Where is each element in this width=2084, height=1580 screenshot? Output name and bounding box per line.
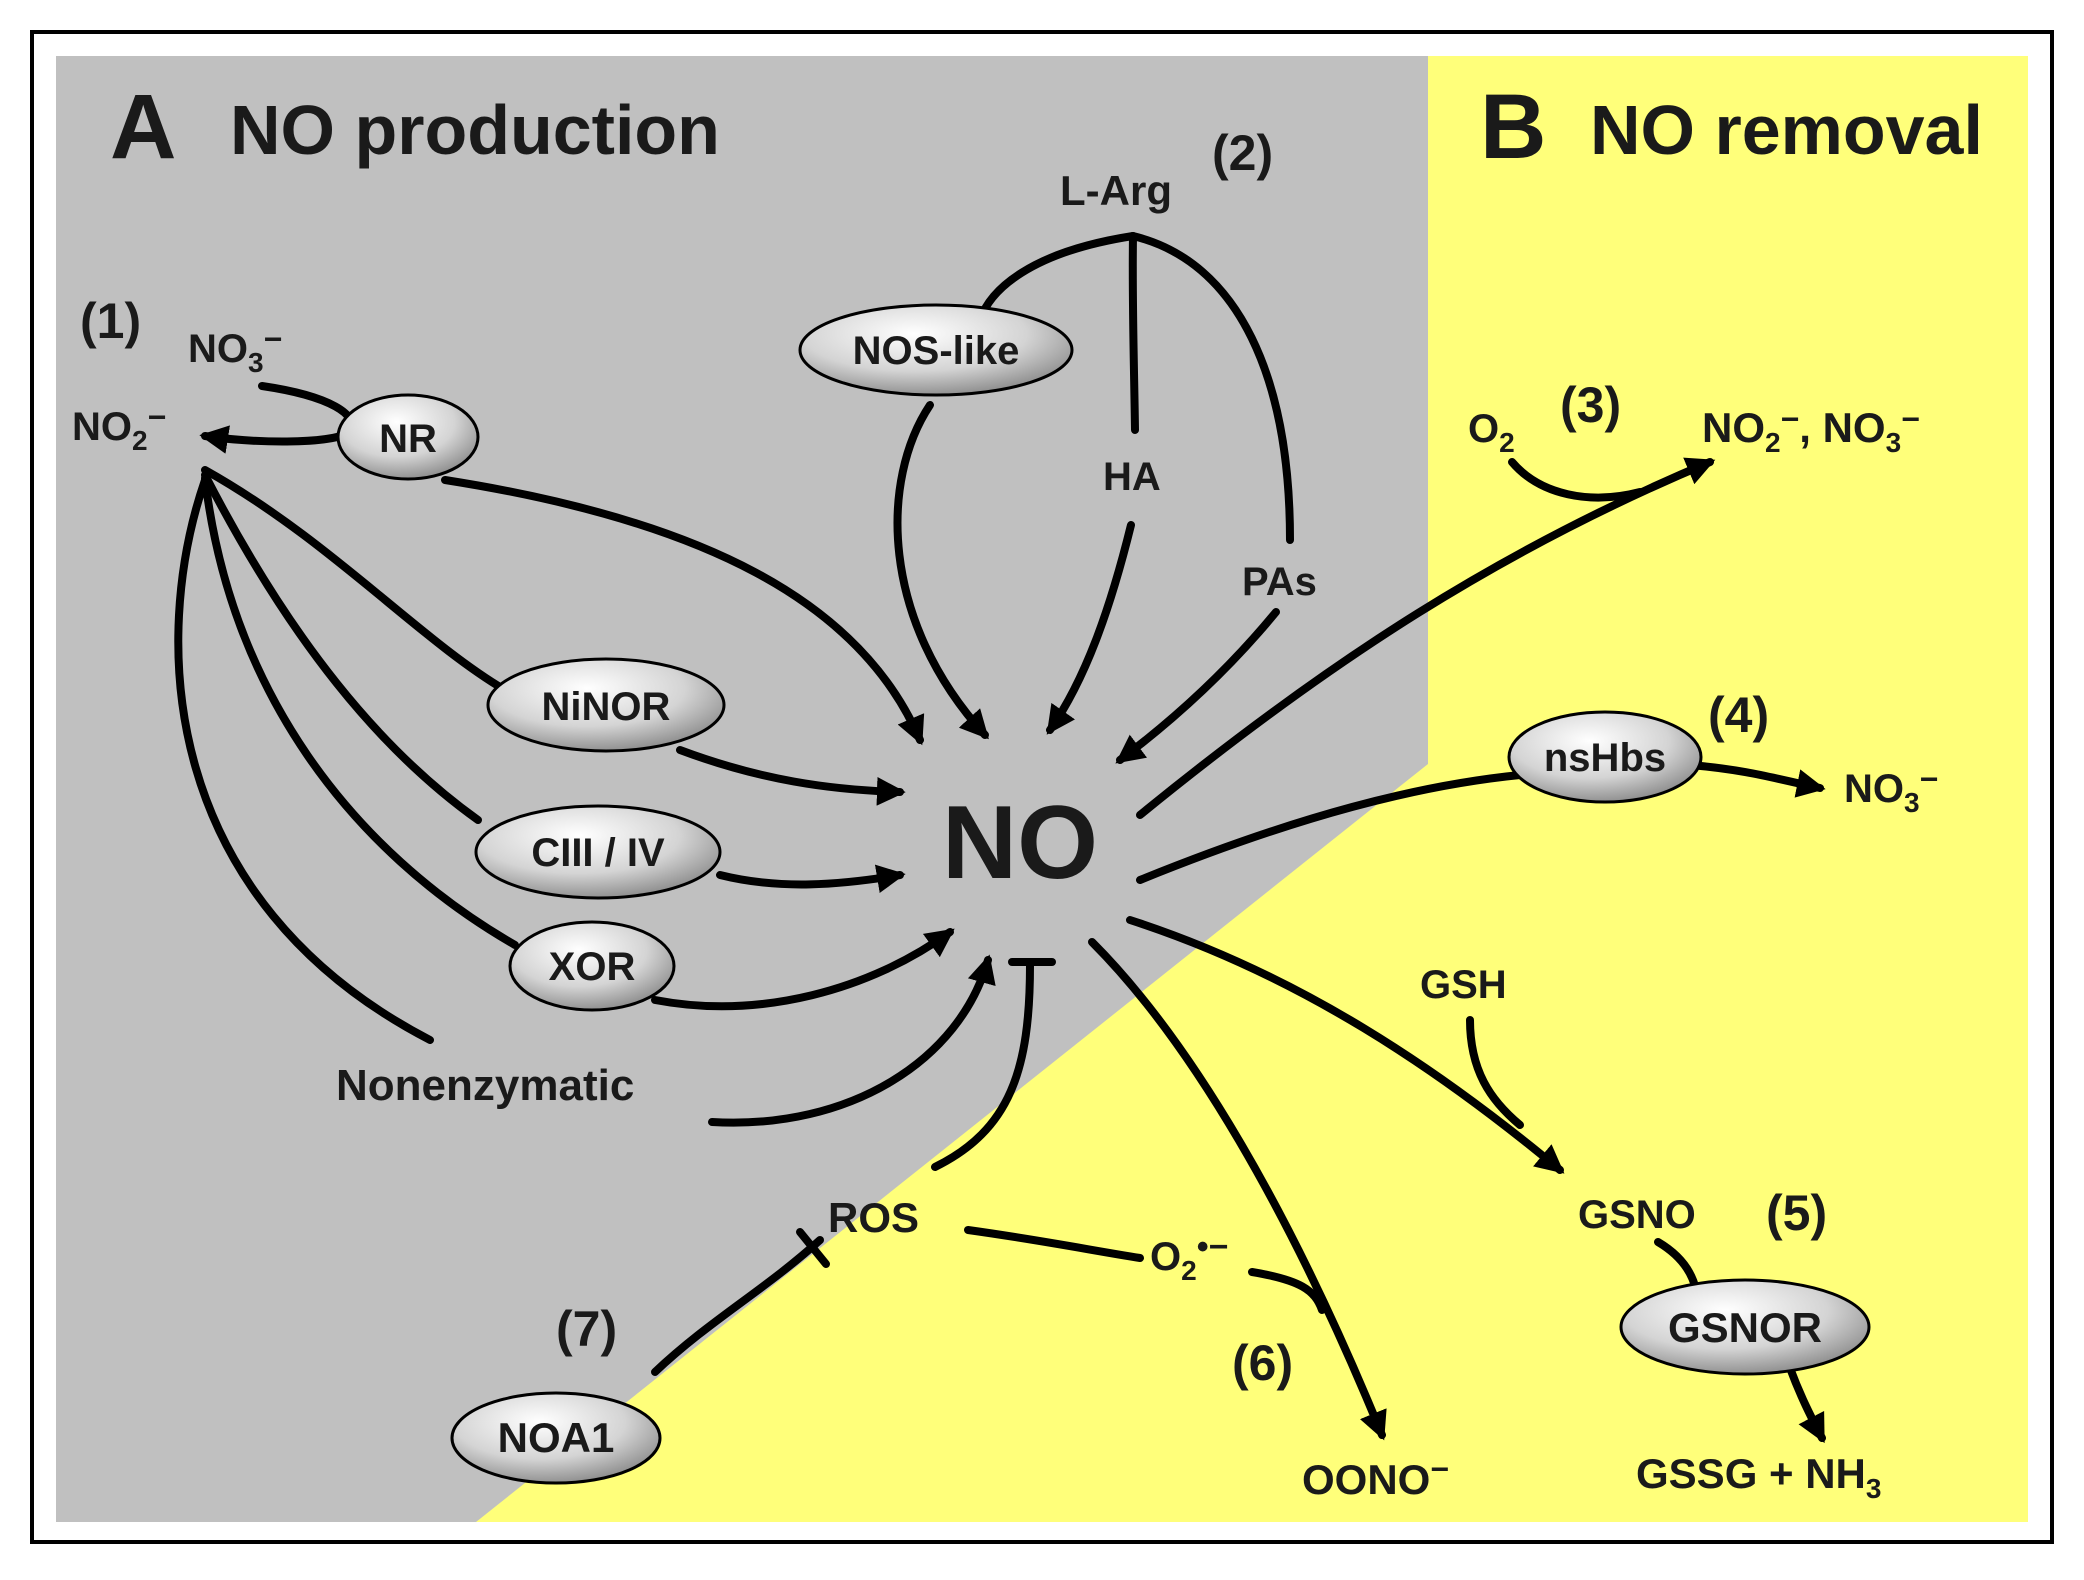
enzyme-nr-label: NR: [379, 417, 437, 461]
enzyme-nos-like: NOS-like: [798, 303, 1074, 397]
species-gsh: GSH: [1420, 963, 1507, 1007]
center-no-label: NO: [942, 785, 1098, 901]
edge-no-to-gsno: [1126, 916, 1565, 1174]
enzyme-ninor: NiNOR: [486, 657, 726, 753]
edge-ros-to-superoxide: [964, 1226, 1144, 1262]
panel-b-title: NO removal: [1590, 91, 1983, 169]
enzyme-ninor-label: NiNOR: [542, 685, 671, 729]
inhibit-bar-ros: [796, 1228, 830, 1268]
species-no2-no3: NO2−, NO3−: [1702, 401, 1920, 458]
panel-a-title: NO production: [230, 91, 720, 169]
enzyme-xor-label: XOR: [549, 945, 636, 989]
edge-no2-to-ciii: [201, 471, 482, 824]
edge-ros-inhibits-no: [931, 961, 1034, 1171]
edge-xor-to-no: [651, 928, 955, 1011]
marker-1: (1): [80, 293, 141, 349]
edge-no-to-no2no3: [1136, 457, 1716, 819]
edge-nonenzymatic-to-no: [708, 954, 996, 1127]
species-ros: ROS: [828, 1194, 919, 1241]
species-gsno: GSNO: [1578, 1193, 1696, 1237]
enzyme-noa1-label: NOA1: [498, 1414, 615, 1461]
edge-pas-to-no: [1115, 608, 1280, 764]
enzyme-ciii-iv-label: CIII / IV: [531, 831, 665, 875]
marker-3: (3): [1560, 377, 1621, 433]
edge-ciii-to-no: [716, 864, 906, 893]
panel-b-letter: B: [1480, 76, 1546, 178]
enzyme-gsnor: GSNOR: [1619, 1278, 1871, 1376]
edge-gsh-joins: [1466, 1016, 1524, 1129]
edge-no-to-oono: [1088, 938, 1387, 1441]
species-pas: PAs: [1242, 560, 1317, 604]
enzyme-nshbs-label: nsHbs: [1544, 736, 1666, 780]
enzyme-nodes: NR NOS-like NiNOR CIII / IV XOR nsHbs GS…: [336, 303, 1871, 1485]
edge-nr-to-no: [441, 476, 925, 746]
marker-6: (6): [1232, 1335, 1293, 1391]
marker-7: (7): [556, 1301, 617, 1357]
enzyme-nshbs: nsHbs: [1507, 710, 1703, 804]
species-gssg-nh3: GSSG + NH3: [1636, 1450, 1881, 1504]
enzyme-nos-like-label: NOS-like: [853, 329, 1020, 373]
species-nonenzymatic: Nonenzymatic: [336, 1061, 634, 1110]
edge-noa1-inhibits-ros: [651, 1236, 824, 1376]
edge-ha-to-no: [1046, 521, 1135, 735]
edge-larg-to-pas: [1129, 232, 1294, 544]
species-l-arg: L-Arg: [1060, 167, 1172, 214]
enzyme-nr: NR: [336, 393, 480, 481]
panel-a-letter: A: [110, 76, 176, 178]
species-ha: HA: [1103, 455, 1161, 499]
production-edges: [174, 232, 1294, 1376]
removal-edges: [964, 457, 1826, 1444]
edge-gsnor-to-gssg: [1786, 1364, 1826, 1444]
species-oono: OONO−: [1302, 1451, 1449, 1503]
edge-o2-joins: [1508, 458, 1644, 502]
edge-no2-to-xor: [201, 474, 519, 949]
enzyme-noa1: NOA1: [450, 1391, 662, 1485]
edge-no2-to-nonenzymatic: [174, 476, 434, 1044]
edge-larg-to-ha: [1128, 232, 1139, 434]
enzyme-ciii-iv: CIII / IV: [474, 804, 722, 900]
species-labels: NO3− NO2− L-Arg HA PAs Nonenzymatic O2 N…: [72, 167, 1938, 1504]
enzyme-xor: XOR: [508, 920, 676, 1012]
marker-2: (2): [1212, 125, 1273, 181]
edge-superoxide-joins: [1248, 1268, 1326, 1314]
marker-5: (5): [1766, 1185, 1827, 1241]
edge-no-to-nshbs: [1136, 771, 1524, 884]
edge-nshbs-to-no3: [1686, 761, 1826, 798]
edge-ninor-to-no: [676, 746, 906, 806]
step-markers: (1) (2) (3) (4) (5) (6) (7): [80, 125, 1827, 1391]
marker-4: (4): [1708, 687, 1769, 743]
edge-no2-to-ninor: [201, 466, 509, 694]
edge-noslike-to-no: [893, 401, 989, 740]
enzyme-gsnor-label: GSNOR: [1668, 1304, 1822, 1351]
